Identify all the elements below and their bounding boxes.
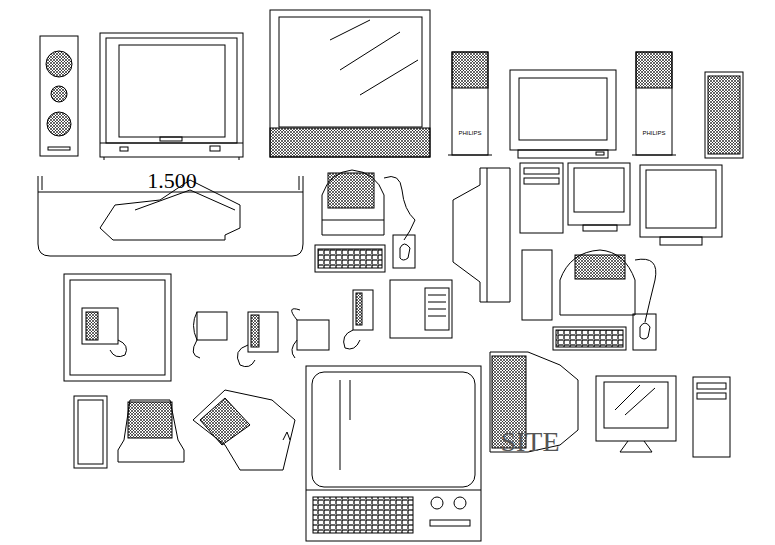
- brand-label: PHILIPS: [458, 130, 481, 136]
- dimension-text: 1.500: [147, 170, 197, 192]
- watermark-text: SITE: [500, 428, 559, 456]
- brand-label: PHILIPS: [642, 130, 665, 136]
